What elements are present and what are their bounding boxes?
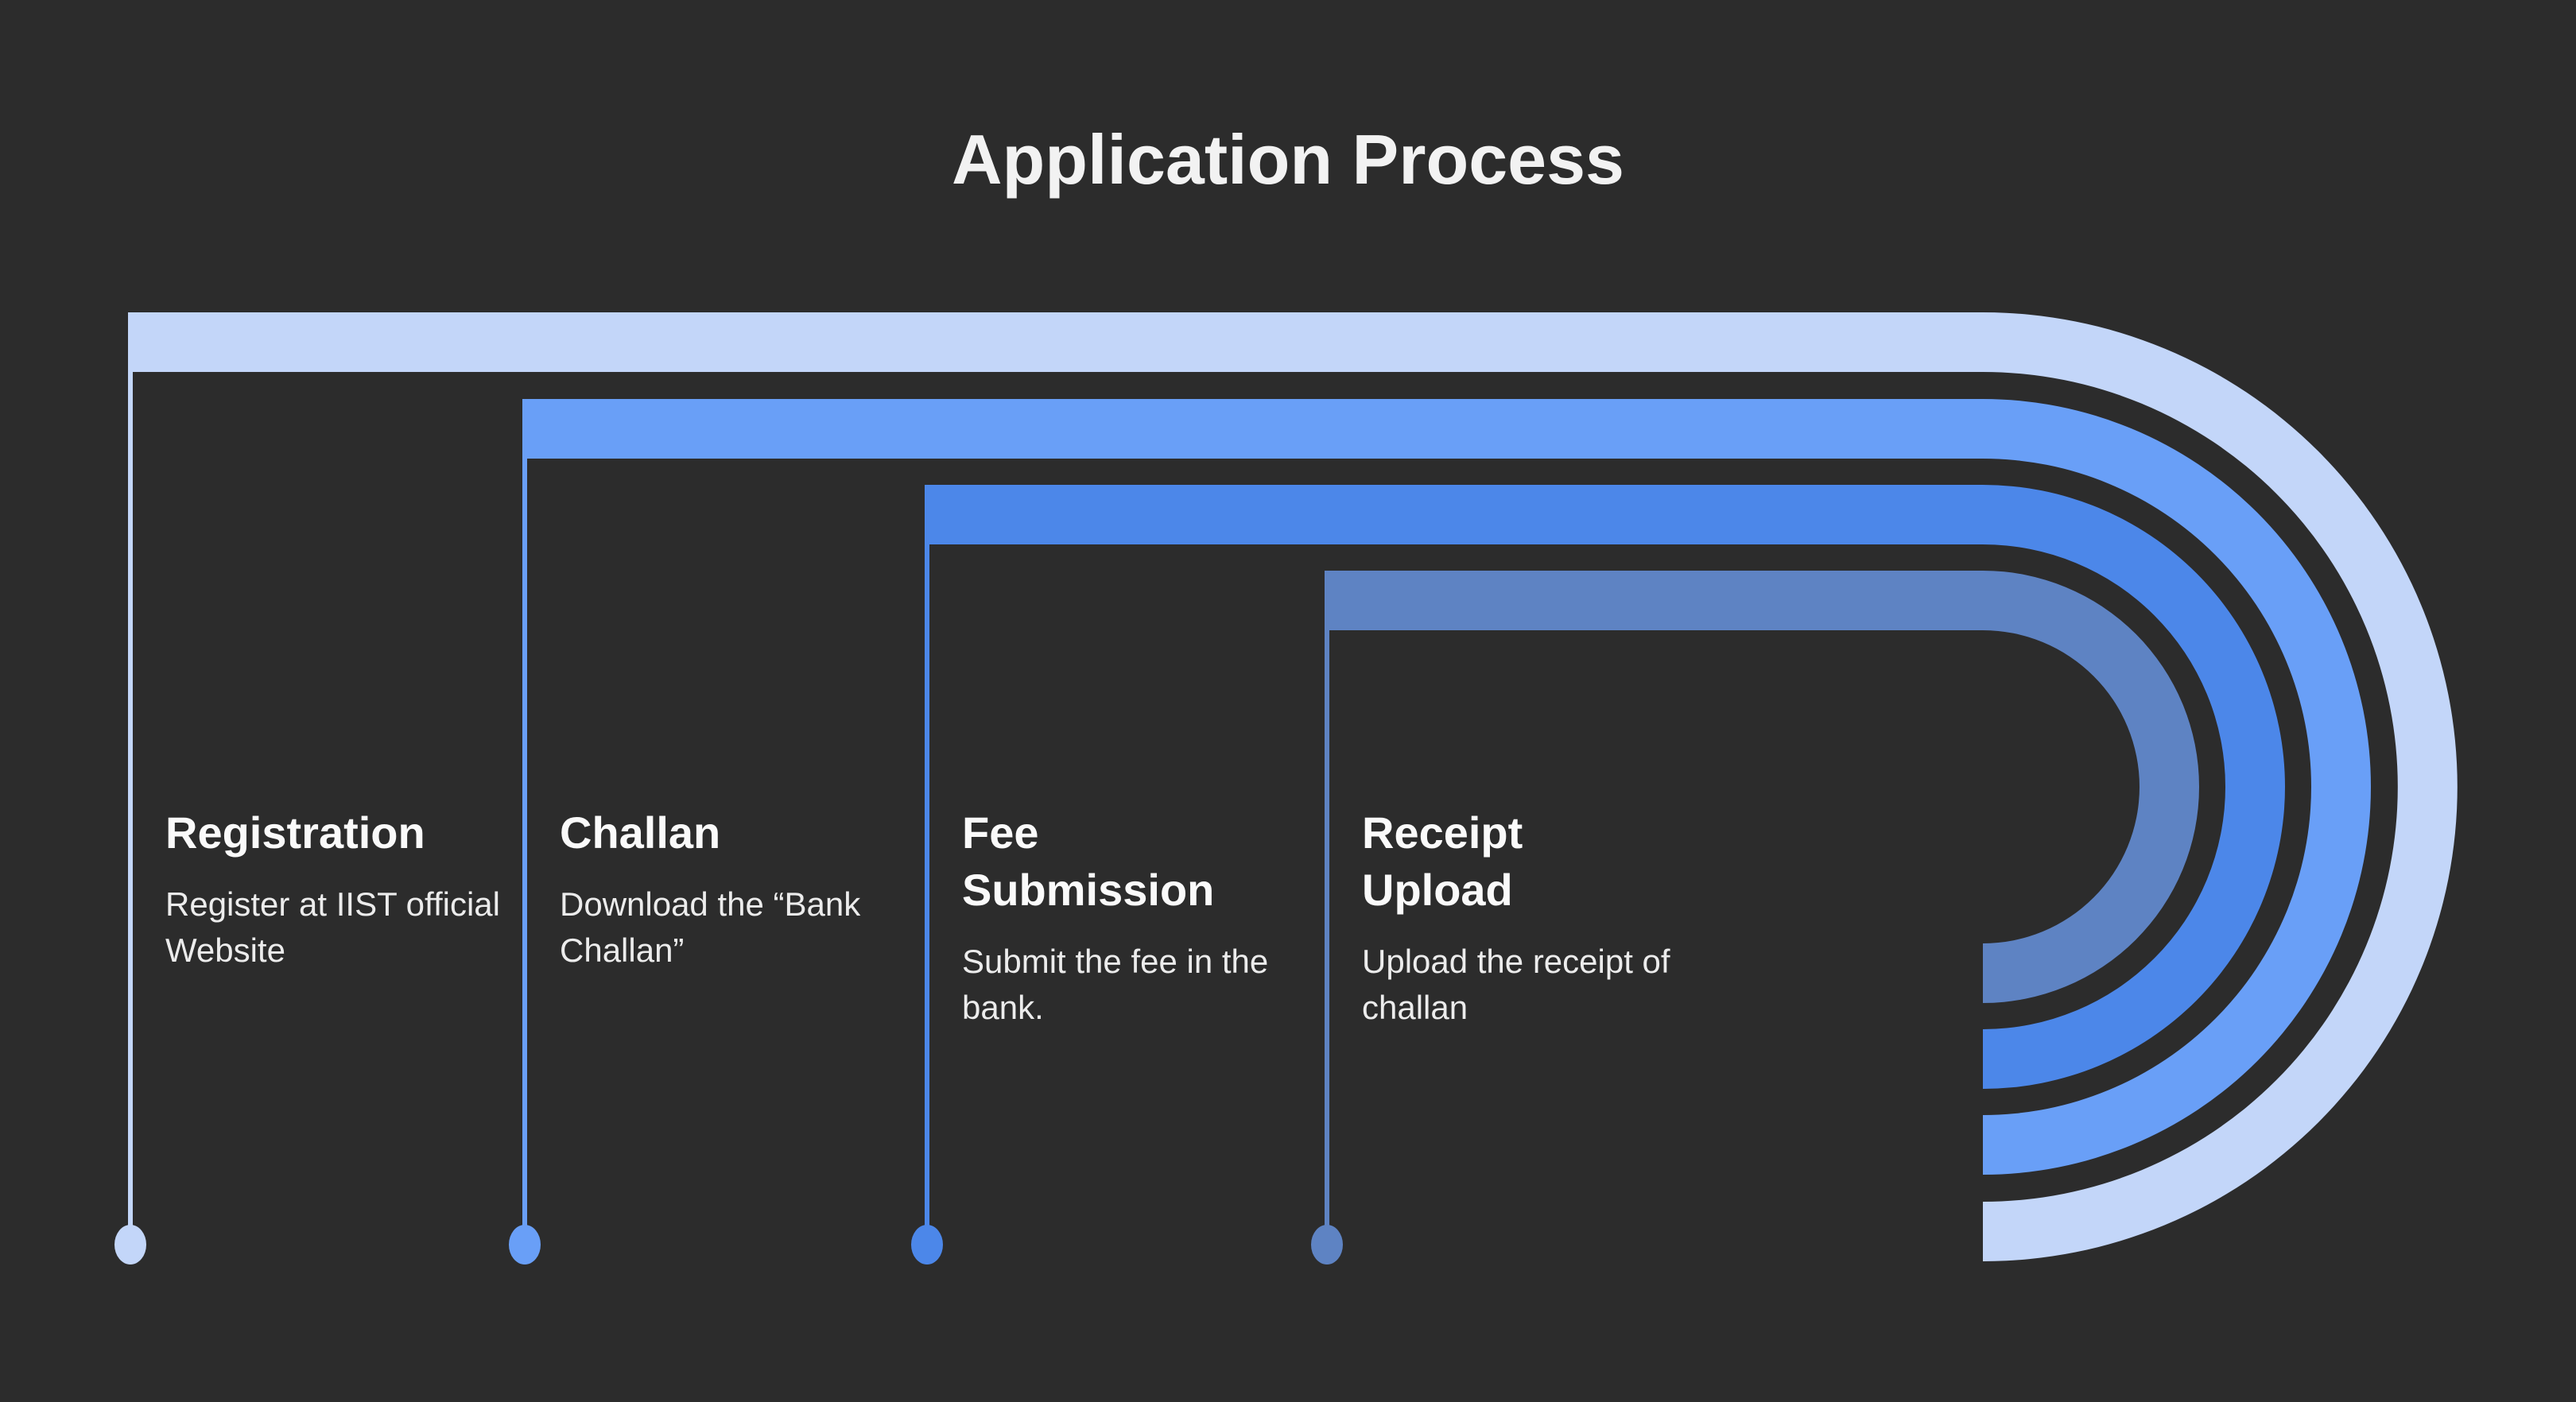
step-2-description: Download the “Bank Challan”: [560, 885, 861, 969]
track-bar-1: [128, 312, 1983, 372]
track-bar-3: [925, 485, 1983, 544]
timeline-dot-2: [509, 1225, 541, 1265]
track-step-2: [509, 399, 2371, 1265]
step-2-heading: Challan: [560, 808, 721, 858]
track-bar-2: [522, 399, 1983, 459]
track-arc-3: [1983, 485, 2285, 1089]
step-1-text-block: Registration Register at IIST official W…: [165, 804, 507, 974]
track-step-4: [1311, 571, 2199, 1265]
connector-line-4: [1325, 630, 1329, 1228]
track-step-1: [114, 312, 2458, 1265]
timeline-dot-3: [911, 1225, 943, 1265]
step-3-text-block: Fee Submission Submit the fee in the ban…: [962, 804, 1304, 1031]
timeline-dot-1: [114, 1225, 146, 1265]
connector-line-1: [128, 372, 133, 1228]
step-2-text-block: Challan Download the “Bank Challan”: [560, 804, 902, 974]
timeline-dot-4: [1311, 1225, 1343, 1265]
track-arc-1: [1983, 312, 2458, 1261]
step-4-text-block: Receipt Upload Upload the receipt of cha…: [1362, 804, 1704, 1031]
step-3-heading: Fee Submission: [962, 808, 1215, 915]
step-3-description: Submit the fee in the bank.: [962, 943, 1269, 1026]
track-arc-2: [1983, 399, 2371, 1175]
track-step-3: [911, 485, 2285, 1265]
page-title: Application Process: [951, 120, 1624, 199]
step-4-heading: Receipt Upload: [1362, 808, 1523, 915]
step-1-description: Register at IIST official Website: [165, 885, 500, 969]
connector-line-3: [925, 544, 929, 1228]
track-bar-4: [1325, 571, 1983, 630]
step-1-heading: Registration: [165, 808, 425, 858]
track-arc-4: [1983, 571, 2199, 1003]
step-4-description: Upload the receipt of challan: [1362, 943, 1670, 1026]
connector-line-2: [522, 459, 527, 1228]
